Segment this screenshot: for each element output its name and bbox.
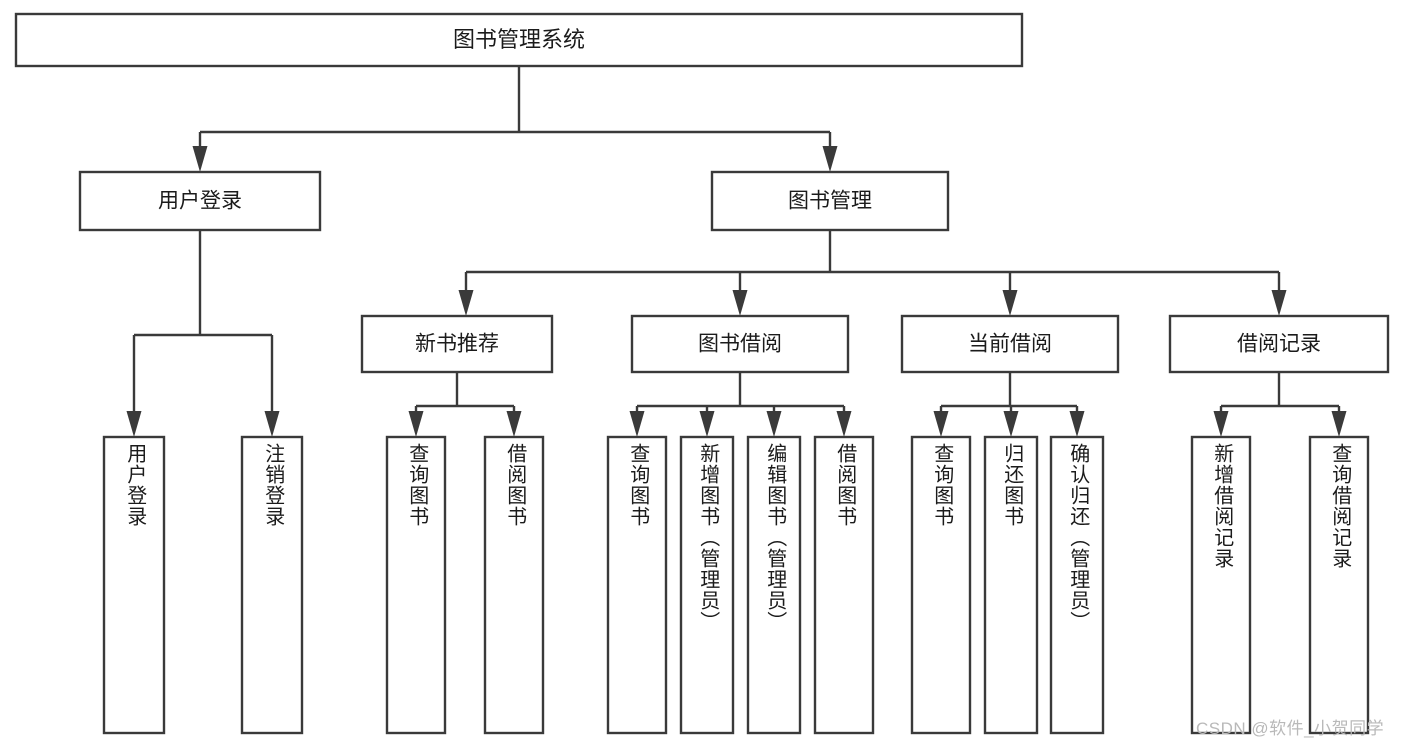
book-mgmt-bus-arrow-2 [1002,290,1018,316]
record-bus-arrow-0 [1213,411,1229,437]
node-leaf-4-box[interactable] [606,435,668,735]
new-book-bus-arrow-0 [408,411,424,437]
node-level2-0-box[interactable] [360,314,554,374]
record-bus-arrow-1 [1331,411,1347,437]
new-book-bus-arrow-1 [506,411,522,437]
node-leaf-3-box[interactable] [483,435,545,735]
node-leaf-0-box[interactable] [102,435,166,735]
node-level1-0-box[interactable] [78,170,322,232]
node-leaf-12-box[interactable] [1308,435,1370,735]
node-leaf-5-box[interactable] [679,435,735,735]
root-bus-arrow-0 [192,146,208,172]
node-level2-2-box[interactable] [900,314,1120,374]
root-bus-arrow-1 [822,146,838,172]
node-root-box[interactable] [14,12,1024,68]
borrow-bus-arrow-1 [699,411,715,437]
node-level1-0-label: 用户登录 [158,190,242,213]
current-bus-arrow-2 [1069,411,1085,437]
node-leaf-10-box[interactable] [1049,435,1105,735]
node-level2-1-box[interactable] [630,314,850,374]
node-level2-3-box[interactable] [1168,314,1390,374]
node-leaf-6-box[interactable] [746,435,802,735]
node-leaf-11-box[interactable] [1190,435,1252,735]
book-mgmt-bus-arrow-3 [1271,290,1287,316]
node-level2-3-label: 借阅记录 [1237,333,1321,356]
book-mgmt-bus-arrow-0 [458,290,474,316]
node-leaf-7-box[interactable] [813,435,875,735]
node-leaf-9-box[interactable] [983,435,1039,735]
node-leaf-1-box[interactable] [240,435,304,735]
current-bus-arrow-1 [1003,411,1019,437]
current-bus-arrow-0 [933,411,949,437]
borrow-bus-arrow-0 [629,411,645,437]
node-leaf-8-box[interactable] [910,435,972,735]
user-login-bus-arrow-1 [264,411,280,437]
node-level1-1-label: 图书管理 [788,190,872,213]
box-layer [14,12,1390,735]
node-level2-0-label: 新书推荐 [415,333,499,356]
node-level1-1-box[interactable] [710,170,950,232]
node-root-label: 图书管理系统 [453,27,585,52]
borrow-bus-arrow-3 [836,411,852,437]
connector-layer [126,66,1347,437]
node-level2-2-label: 当前借阅 [968,333,1052,356]
node-level2-1-label: 图书借阅 [698,333,782,356]
user-login-bus-arrow-0 [126,411,142,437]
node-leaf-2-box[interactable] [385,435,447,735]
book-mgmt-bus-arrow-1 [732,290,748,316]
borrow-bus-arrow-2 [766,411,782,437]
